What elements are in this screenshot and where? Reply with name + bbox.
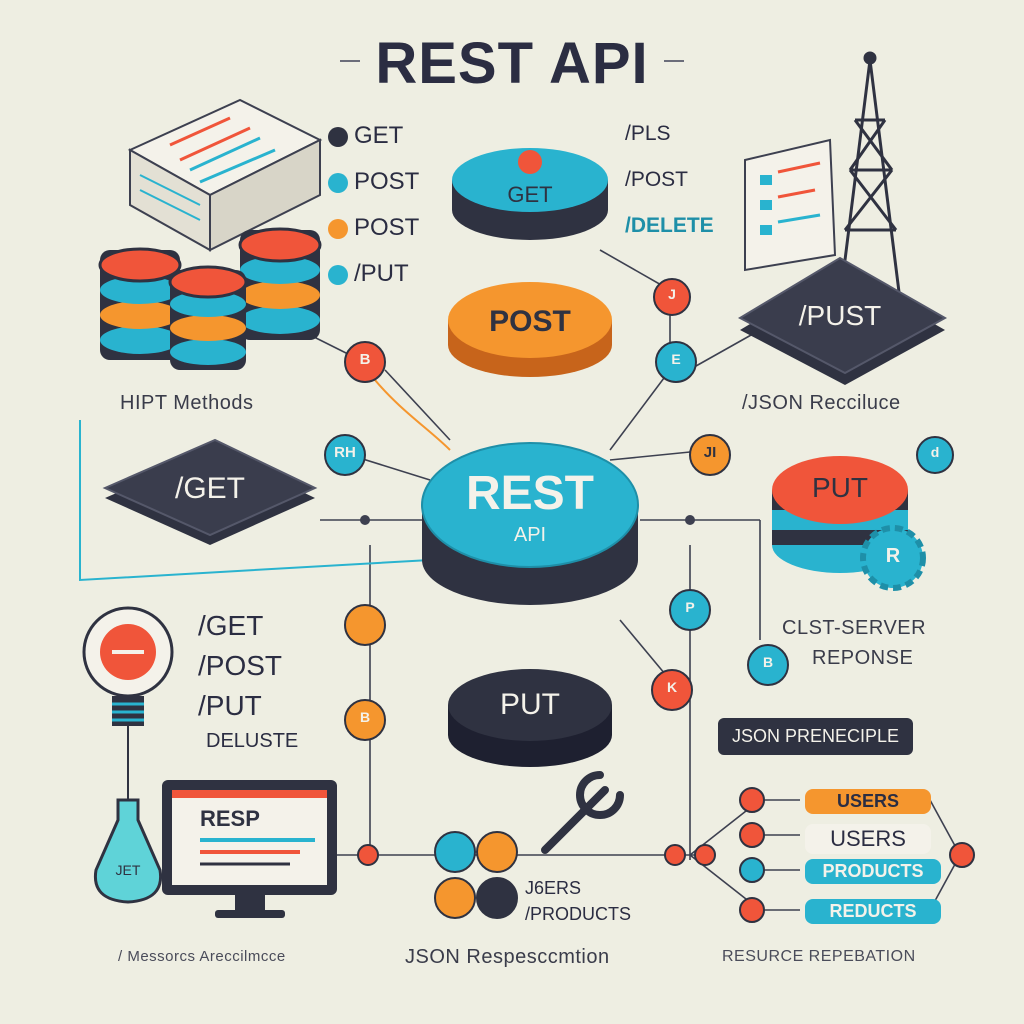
dot-icon: [328, 264, 348, 285]
route-item: /PUT: [198, 690, 262, 721]
route-item: /PLS: [625, 122, 671, 145]
methods-list: GET POST POST /PUT: [328, 122, 419, 306]
method-item-put: /PUT: [328, 260, 419, 306]
route-item: /GET: [198, 610, 264, 641]
method-item-post: POST: [328, 168, 419, 214]
node-screen-label: B: [762, 654, 774, 670]
wrench-icon: [541, 771, 624, 854]
database-stack-right-icon: [238, 227, 322, 340]
put-disc-center-shape: [448, 669, 612, 767]
node-p-label: P: [685, 599, 695, 615]
pill-products: PRODUCTS: [805, 859, 941, 884]
rest-api-disc-shape: [421, 442, 639, 605]
get-disc-shape: [452, 148, 608, 240]
node-s-label: B: [359, 709, 371, 725]
bottom-left-routes: /GET /POST /PUT DELUSTE: [198, 610, 298, 760]
client-server-caption-line2: REPONSE: [812, 647, 914, 669]
title-dash-left: [340, 60, 360, 62]
method-label: /PUT: [354, 260, 409, 287]
monitor-title: RESP: [200, 806, 260, 831]
get-disc-label: GET: [507, 182, 553, 207]
node-chart-label: d: [930, 444, 940, 460]
title-dash-right: [664, 60, 684, 62]
get-diamond-shape: [102, 438, 318, 545]
pill-users-2: USERS: [805, 824, 931, 854]
pill-users: USERS: [805, 789, 931, 814]
dot-icon: [328, 172, 348, 193]
orange-link-line: [374, 379, 451, 451]
bottom-center-routes: J6ERS /PRODUCTS: [525, 878, 631, 930]
color-circles-icon: [434, 831, 518, 919]
dot-icon: [328, 126, 348, 147]
methods-caption: HIPT Methods: [120, 392, 254, 414]
gear-label: R: [885, 545, 901, 567]
page-title: REST API: [375, 31, 649, 96]
put-center-label: PUT: [500, 688, 560, 721]
flask-icon: [93, 798, 163, 904]
route-item-delete: /DELETE: [625, 214, 714, 237]
bottom-left-caption: / Messorcs Areccilmcce: [118, 948, 286, 965]
post-disc-shape: [448, 282, 612, 377]
method-item-get: GET: [328, 122, 419, 168]
node-ji-label: JI: [703, 444, 717, 461]
route-item: /POST: [198, 650, 283, 681]
monitor-icon: [162, 780, 337, 918]
node-circles: [324, 278, 975, 923]
document-box-icon: [127, 98, 323, 252]
put-right-label: PUT: [812, 472, 868, 503]
route-item-deluste: DELUSTE: [206, 730, 299, 752]
json-principle-badge: JSON PRENECIPLE: [718, 718, 914, 755]
database-stack-left-icon: [98, 247, 182, 360]
get-diamond-label: /GET: [174, 472, 245, 505]
method-label: GET: [354, 122, 404, 149]
teal-link-line: [79, 420, 431, 582]
route-item: /PRODUCTS: [525, 904, 632, 924]
dot-icon: [328, 218, 348, 239]
rest-title: REST: [465, 467, 594, 520]
client-server-caption-line1: CLST-SERVER: [782, 617, 927, 639]
gear-icon: [860, 525, 926, 591]
node-rh-label: RH: [334, 444, 356, 461]
pust-diamond-shape: [737, 256, 948, 385]
route-item: /POST: [625, 168, 689, 191]
bottom-center-caption: JSON Respesccmtion: [405, 946, 610, 968]
node-e-label: E: [671, 351, 681, 367]
lightbulb-icon: [82, 606, 174, 800]
bottom-right-caption: RESURCE REPEBATION: [722, 948, 916, 965]
method-label: POST: [354, 214, 420, 241]
node-k-label: K: [666, 679, 678, 695]
top-routes: /PLS /POST /DELETE: [625, 122, 714, 260]
pill-reducts: REDUCTS: [805, 899, 941, 924]
chart-board-icon: [744, 138, 837, 272]
database-stack-center-icon: [168, 265, 248, 370]
post-disc-label: POST: [489, 305, 571, 338]
junction-dots: [360, 515, 695, 525]
method-label: POST: [354, 168, 420, 195]
pust-label: /PUST: [798, 300, 882, 331]
node-j-label: J: [668, 286, 676, 302]
flask-label: JET: [115, 862, 141, 878]
route-item: J6ERS: [525, 878, 582, 898]
node-b-label: B: [359, 351, 371, 368]
method-item-post-2: POST: [328, 214, 419, 260]
rest-subtitle: API: [513, 524, 547, 546]
json-resource-caption: /JSON Recciluce: [742, 392, 901, 414]
